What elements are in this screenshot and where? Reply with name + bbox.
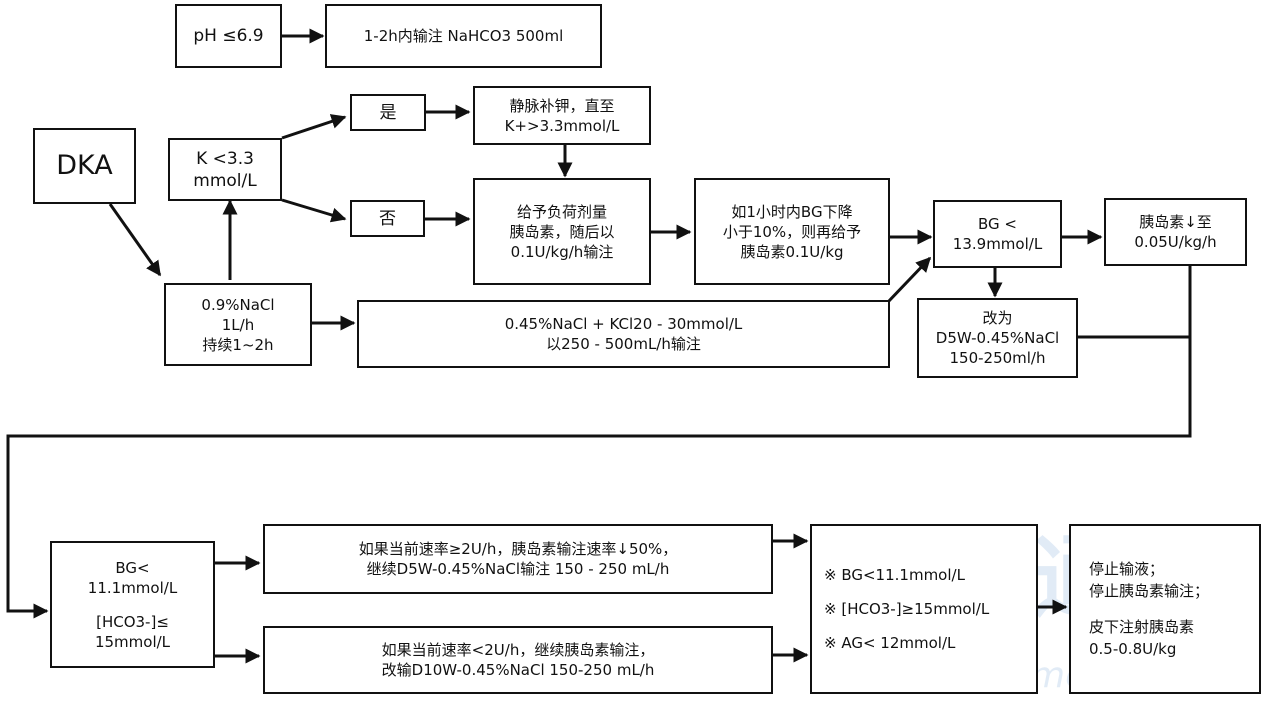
node-criteria-line3: ※ AG< 12mmol/L xyxy=(824,634,956,652)
node-criteria-line1: ※ BG<11.1mmol/L xyxy=(824,566,965,584)
node-stop: 停止输液； 停止胰岛素输注； 皮下注射胰岛素 0.5-0.8U/kg xyxy=(1069,524,1261,694)
node-saline-line2: 1L/h xyxy=(221,315,255,334)
node-bg111-line3: [HCO3-]≤ xyxy=(96,612,169,631)
node-insulin005-line2: 0.05U/kg/h xyxy=(1134,233,1217,251)
node-loading-line1: 给予负荷剂量 xyxy=(516,202,607,221)
node-loading-dose: 给予负荷剂量 胰岛素，随后以 0.1U/kg/h输注 xyxy=(473,178,651,285)
node-normal-saline: 0.9%NaCl 1L/h 持续1~2h xyxy=(164,283,312,366)
arrow-k-to-no xyxy=(281,198,347,223)
node-halfsaline-line2: 以250 - 500mL/h输注 xyxy=(546,335,701,353)
node-stop-line3: 皮下注射胰岛素 xyxy=(1089,618,1195,636)
node-d5w-line2: D5W-0.45%NaCl xyxy=(935,329,1060,347)
node-stop-line4: 0.5-0.8U/kg xyxy=(1089,640,1177,658)
node-d5w: 改为 D5W-0.45%NaCl 150-250ml/h xyxy=(917,298,1078,378)
node-criteria-line2: ※ [HCO3-]≥15mmol/L xyxy=(824,600,990,618)
node-loading-line2: 胰岛素，随后以 xyxy=(509,222,615,241)
node-drop-line3: 胰岛素0.1U/kg xyxy=(740,242,844,261)
node-bg111-line4: 15mmol/L xyxy=(94,632,171,651)
node-k-check: K <3.3 mmol/L xyxy=(168,138,282,201)
node-yes: 是 xyxy=(350,94,426,131)
arrow-halfsaline-to-bg139 xyxy=(886,256,932,304)
node-highrate-line2: 继续D5W-0.45%NaCl输注 150 - 250 mL/h xyxy=(366,560,670,578)
node-bg139-line2: 13.9mmol/L xyxy=(952,235,1043,253)
node-d5w-line1: 改为 xyxy=(982,309,1013,327)
node-no: 否 xyxy=(350,200,425,237)
node-kreplace-line1: 静脉补钾，直至 xyxy=(509,96,615,115)
node-ph-label: pH ≤6.9 xyxy=(193,26,264,46)
node-halfsaline-line1: 0.45%NaCl + KCl20 - 30mmol/L xyxy=(504,315,743,333)
node-bg-13-9: BG < 13.9mmol/L xyxy=(933,200,1062,268)
node-bicarb-label: 1-2h内输注 NaHCO3 500ml xyxy=(363,27,564,45)
node-bg139-line1: BG < xyxy=(978,215,1017,233)
node-high-rate: 如果当前速率≥2U/h，胰岛素输注速率↓50%， 继续D5W-0.45%NaCl… xyxy=(263,524,773,594)
node-ph: pH ≤6.9 xyxy=(175,4,282,68)
node-saline-line1: 0.9%NaCl xyxy=(201,295,275,314)
node-drop-line2: 小于10%，则再给予 xyxy=(722,222,862,241)
node-bg-drop: 如1小时内BG下降 小于10%，则再给予 胰岛素0.1U/kg xyxy=(694,178,890,285)
arrow-dka-to-saline xyxy=(108,203,162,277)
node-no-label: 否 xyxy=(379,208,396,229)
node-highrate-line1: 如果当前速率≥2U/h，胰岛素输注速率↓50%， xyxy=(358,540,678,558)
node-lowrate-line1: 如果当前速率<2U/h，继续胰岛素输注， xyxy=(381,641,655,659)
node-insulin-0-05: 胰岛素↓至 0.05U/kg/h xyxy=(1104,198,1247,266)
node-loading-line3: 0.1U/kg/h输注 xyxy=(510,242,614,261)
node-dka: DKA xyxy=(33,128,136,204)
node-bg111-line2: 11.1mmol/L xyxy=(87,578,178,597)
node-dka-label: DKA xyxy=(56,150,113,181)
node-low-rate: 如果当前速率<2U/h，继续胰岛素输注， 改输D10W-0.45%NaCl 15… xyxy=(263,626,773,694)
node-k-replace: 静脉补钾，直至 K+>3.3mmol/L xyxy=(473,86,651,145)
node-stop-line2: 停止胰岛素输注； xyxy=(1089,582,1210,600)
node-criteria: ※ BG<11.1mmol/L ※ [HCO3-]≥15mmol/L ※ AG<… xyxy=(810,524,1038,694)
node-k-line1: K <3.3 xyxy=(196,148,254,169)
node-insulin005-line1: 胰岛素↓至 xyxy=(1139,213,1212,231)
node-k-line2: mmol/L xyxy=(193,170,257,191)
arrow-k-to-yes xyxy=(281,114,347,140)
node-bicarb: 1-2h内输注 NaHCO3 500ml xyxy=(325,4,602,68)
node-saline-line3: 持续1~2h xyxy=(202,335,274,354)
node-bg111-line1: BG< xyxy=(115,558,150,577)
node-drop-line1: 如1小时内BG下降 xyxy=(731,202,853,221)
node-yes-label: 是 xyxy=(379,102,397,123)
node-kreplace-line2: K+>3.3mmol/L xyxy=(504,116,620,135)
node-half-saline: 0.45%NaCl + KCl20 - 30mmol/L 以250 - 500m… xyxy=(357,300,890,368)
node-stop-line1: 停止输液； xyxy=(1089,560,1165,578)
node-lowrate-line2: 改输D10W-0.45%NaCl 150-250 mL/h xyxy=(381,661,655,679)
node-bg-11-1: BG< 11.1mmol/L [HCO3-]≤ 15mmol/L xyxy=(50,541,215,668)
node-d5w-line3: 150-250ml/h xyxy=(949,349,1046,367)
